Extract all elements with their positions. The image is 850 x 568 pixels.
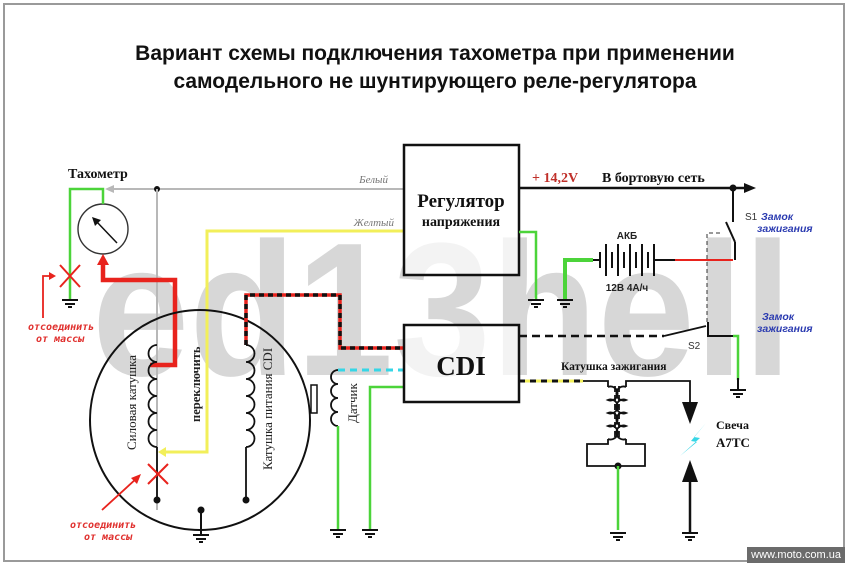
onboard-label: В бортовую сеть [602, 171, 705, 186]
regulator-label-line1: Регулятор [417, 191, 505, 212]
cdi-unit [402, 323, 521, 404]
disconnect-x-icon-bottom-2 [147, 463, 169, 485]
tachometer-label: Тахометр [68, 167, 128, 182]
ground-icon [682, 532, 698, 541]
s2-contact-wire [707, 322, 738, 337]
disconnect-note-bottom-line2: от массы [84, 532, 133, 543]
ground-icon [610, 532, 626, 541]
cdi-supply-coil-icon [245, 344, 256, 500]
ground-icon [193, 534, 209, 543]
source-footer: www.moto.com.ua [747, 547, 845, 563]
sensor-coil-icon [330, 369, 339, 427]
regulator-label-line2: напряжения [422, 215, 501, 230]
onboard-arrow-icon [744, 183, 756, 193]
yellow-wire-label: Желтый [353, 217, 395, 229]
diagram-frame [3, 3, 845, 562]
disconnect-note-top-line1: отсоединить [28, 322, 94, 333]
disconnect-note-top-line2: от массы [36, 334, 85, 345]
note-arrow-icon [49, 272, 56, 280]
tachometer-ground-wire [68, 187, 105, 300]
s1-lock-label-line1: Замок [761, 211, 794, 223]
cdi-label: CDI [436, 351, 486, 381]
spark-plug-label-line2: А7ТС [716, 435, 750, 450]
power-coil-label: Силовая катушка [124, 355, 139, 450]
power-coil-red-wire [100, 262, 178, 368]
voltage-label: + 14,2V [532, 171, 578, 186]
battery-ground-wire [563, 258, 593, 300]
battery-icon [593, 244, 675, 276]
sensor-label: Датчик [345, 383, 360, 423]
spark-plug-top-arrow-icon [682, 402, 698, 424]
ignition-coil-label: Катушка зажигания [561, 361, 666, 373]
s1-switch-icon [725, 221, 736, 243]
battery-label: АКБ [617, 231, 638, 242]
disconnect-x-icon-2 [59, 264, 81, 288]
ground-icon [330, 529, 346, 538]
stator-junction-1 [153, 496, 161, 504]
white-wire-arrow-icon [105, 185, 114, 193]
tacho-input-arrow-icon [97, 254, 109, 265]
voltage-regulator [402, 143, 521, 277]
spark-plug-bottom-arrow-icon [682, 460, 698, 482]
title-line-1: Вариант схемы подключения тахометра при … [135, 42, 735, 65]
cdi-supply-coil-label: Катушка питания CDI [260, 348, 275, 470]
spark-plug-label-line1: Свеча [716, 418, 749, 432]
title-line-2: самодельного не шунтирующего реле-регуля… [173, 70, 696, 93]
spark-icon [680, 423, 706, 456]
ground-icon [362, 529, 378, 538]
needle-arrow-icon [92, 217, 101, 226]
s2-ground-wire [733, 334, 740, 380]
note-pointer-top [42, 275, 52, 318]
s1-label: S1 [745, 212, 758, 223]
ground-icon [528, 299, 544, 308]
s2-switch-icon [663, 325, 707, 337]
switch-note: переключить [189, 346, 203, 422]
battery-spec: 12В 4А/ч [606, 283, 649, 294]
note-arrow-icon-bottom [131, 474, 141, 484]
disconnect-note-bottom-line1: отсоединить [70, 520, 136, 531]
cdi-ground-wire [368, 385, 404, 530]
ground-icon [557, 299, 573, 308]
s1-lock-label-line2: зажигания [757, 223, 813, 235]
cdi-supply-wire-dash [244, 293, 404, 350]
stator-tab [310, 384, 318, 414]
note-pointer-bottom [101, 477, 138, 511]
s2-label: S2 [688, 341, 701, 352]
tachometer-needle-icon [95, 220, 118, 244]
regulator-ground-wire [519, 230, 538, 300]
s2-lock-label-line1: Замок [762, 311, 795, 323]
yellow-wire-arrow-icon [158, 447, 166, 457]
stator-junction-2 [242, 496, 250, 504]
white-wire-label: Белый [358, 174, 388, 186]
s2-lock-label-line2: зажигания [757, 323, 813, 335]
ground-icon [62, 299, 78, 308]
yellow-wire [165, 229, 404, 454]
